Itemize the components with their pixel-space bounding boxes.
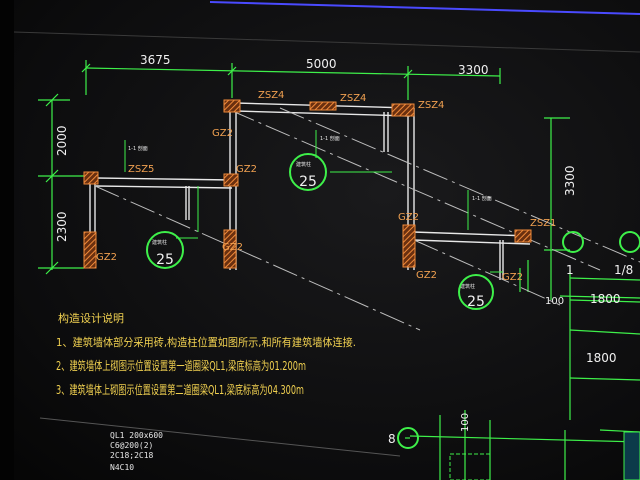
spec-line-4: N4C10 [110,463,134,472]
frame-line [13,31,640,53]
dim-2300: 2300 [55,211,69,242]
spec-line-1: QL1 200x600 [110,431,163,440]
dimension-text: 3675 5000 3300 2000 2300 3300 100 100 18… [55,53,621,432]
room-1800-b: 1800 [586,351,617,365]
axis-label-1-8: 1/8 [614,263,633,277]
label-zsz4-b: ZSZ4 [340,93,366,104]
monitor-bezel-left [0,0,14,480]
svg-text:1-1 剖面: 1-1 剖面 [472,195,492,202]
label-gz2-b: GZ2 [236,164,257,175]
dim-3675: 3675 [140,53,171,67]
columns [83,99,532,269]
dim-3300-right: 3300 [563,165,577,196]
dim-3300-top: 3300 [458,63,489,77]
column-labels: GZ2 GZ2 GZ2 GZ2 GZ2 GZ2 GZ2 [96,128,523,283]
label-gz2-a: GZ2 [212,128,233,139]
drawing-divider-line [39,417,401,457]
viewport-border-line [209,1,640,15]
label-zsz5: ZSZ5 [128,164,154,175]
notes-heading: 构造设计说明 [58,311,124,325]
notes-line-1: 1、建筑墙体部分采用砖,构造柱位置如图所示,和所有建筑墙体连接. [56,335,356,349]
axis-label-1: 1 [566,263,574,277]
design-notes: 构造设计说明 1、建筑墙体部分采用砖,构造柱位置如图所示,和所有建筑墙体连接. … [56,311,356,397]
label-gz2-g: GZ2 [502,272,523,283]
svg-text:1-1 剖面: 1-1 剖面 [320,135,340,142]
beam-spec: QL1 200x600 C6@200(2) 2C18;2C18 N4C10 [110,431,163,472]
callout-25-c: 25 [467,294,485,310]
notes-line-3: 3、建筑墙体上砌图示位置设置第二道圈梁QL1,梁底标高为04.300m [56,382,304,397]
spec-line-2: C6@200(2) [110,441,153,450]
callout-25-b: 25 [156,252,174,268]
label-gz2-e: GZ2 [398,212,419,223]
axis-labels: 1 1/8 8 [388,263,633,446]
room-1800-a: 1800 [590,292,621,306]
dim-5000: 5000 [306,57,337,71]
label-gz2-d: GZ2 [222,242,243,253]
dim-100-a: 100 [545,296,564,307]
label-zsz4-a: ZSZ4 [258,90,284,101]
label-zsz4-c: ZSZ4 [418,100,444,111]
callout-25-a: 25 [299,174,317,190]
label-gz2-f: GZ2 [416,270,437,281]
svg-text:建筑柱: 建筑柱 [296,161,311,168]
dimension-lines [38,60,640,480]
axis-label-8: 8 [388,432,396,446]
spec-line-3: 2C18;2C18 [110,451,154,460]
callout-numbers: 25 25 25 [156,174,485,310]
notes-line-2: 2、建筑墙体上砌图示位置设置第一道圈梁QL1,梁底标高为01.200m [56,358,306,373]
label-gz2-c: GZ2 [96,252,117,263]
beam-labels: ZSZ4 ZSZ4 ZSZ4 ZSZ5 ZSZ1 [128,90,556,229]
label-zsz1: ZSZ1 [530,218,556,229]
dim-2000: 2000 [55,125,69,156]
svg-text:建筑柱: 建筑柱 [152,239,167,246]
dim-100-b: 100 [460,413,471,432]
section-tags: 1-1 剖面 1-1 剖面 1-1 剖面 建筑柱 建筑柱 建筑柱 [128,135,492,290]
svg-text:建筑柱: 建筑柱 [460,283,475,290]
callout-circles [146,153,640,449]
svg-text:1-1 剖面: 1-1 剖面 [128,145,148,152]
detail-fragment [449,431,640,480]
section-marks [124,130,503,273]
